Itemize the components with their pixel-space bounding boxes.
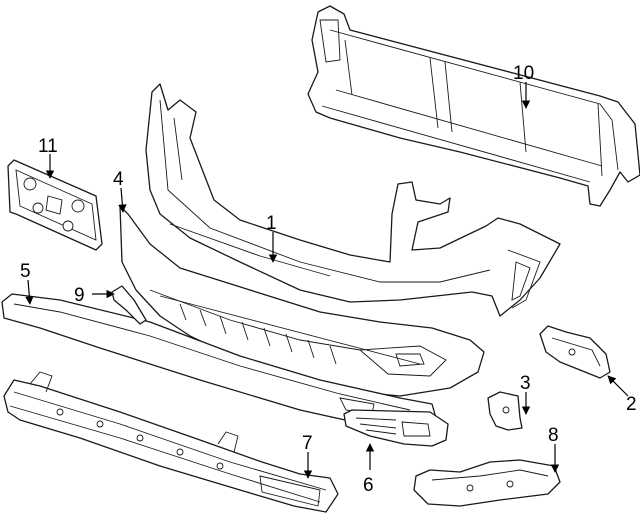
part-impact-bar <box>3 371 339 513</box>
callout-10: 10 <box>513 63 534 84</box>
callout-labels: 10 11 4 1 5 9 3 2 7 8 6 <box>20 63 637 496</box>
part-lower-side-bracket <box>413 459 561 507</box>
part-bumper-cover-upper <box>145 83 561 317</box>
leader-4 <box>118 187 127 213</box>
part-side-support <box>539 325 611 379</box>
part-fog-lamp-bezel <box>343 409 449 447</box>
callout-5: 5 <box>20 261 31 282</box>
callout-11: 11 <box>38 136 58 157</box>
callout-7: 7 <box>302 433 313 454</box>
callout-9: 9 <box>74 285 85 306</box>
part-side-bracket <box>111 285 147 325</box>
callout-3: 3 <box>520 373 531 394</box>
part-license-plate-bracket <box>7 159 103 251</box>
callout-2: 2 <box>626 394 637 415</box>
part-mount-bracket <box>487 391 523 431</box>
part-radiator-support <box>307 5 640 207</box>
callout-4: 4 <box>113 169 124 190</box>
callout-8: 8 <box>548 425 559 446</box>
part-lower-fascia <box>119 205 485 397</box>
callout-1: 1 <box>266 213 277 234</box>
leader-5 <box>25 279 34 305</box>
leader-lines <box>25 82 629 479</box>
callout-6: 6 <box>363 475 374 496</box>
leader-2 <box>607 375 629 397</box>
